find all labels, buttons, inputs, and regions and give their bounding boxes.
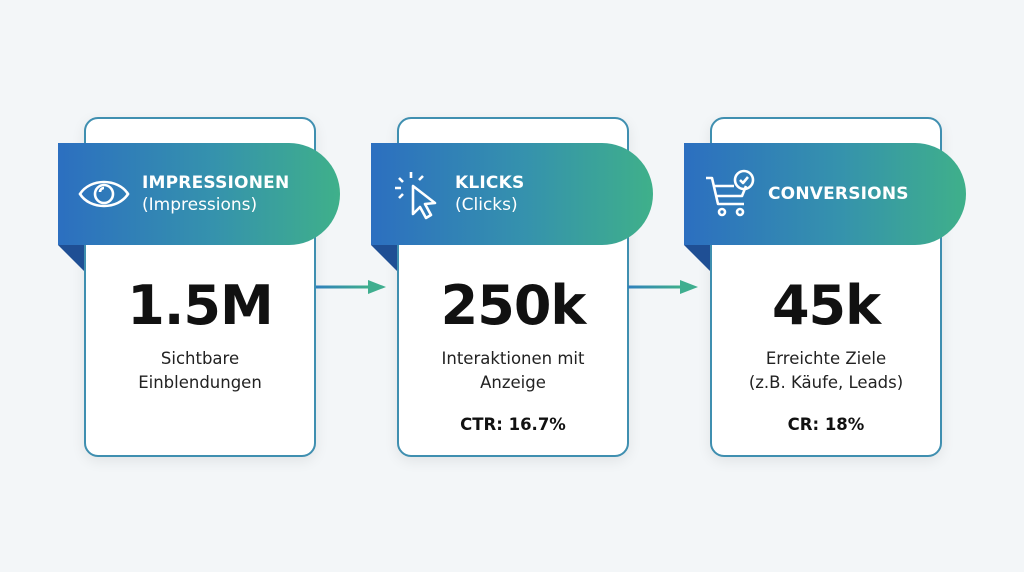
stage-banner-conversions: CONVERSIONS [684,143,966,245]
stage-value: 1.5M [127,274,273,337]
banner-fold [684,245,710,271]
arrow-right-icon [628,280,698,294]
stage-title: CONVERSIONS [768,184,909,204]
stage-title: KLICKS [455,173,525,193]
stage-subtitle: (Clicks) [455,195,518,215]
arrow-right-icon [316,280,386,294]
stage-description: Erreichte Ziele(z.B. Käufe, Leads) [748,349,904,392]
stage-value: 250k [440,274,587,337]
banner-fold [58,245,84,271]
stage-subtitle: (Impressions) [142,195,258,215]
stage-banner-clicks: KLICKS(Clicks) [371,143,653,245]
stage-title: IMPRESSIONEN [142,173,290,193]
cr-rate: CR: 18% [787,415,865,434]
stage-value: 45k [771,274,881,337]
cursor-click-icon [395,172,437,220]
stage-banner-impressions: IMPRESSIONEN(Impressions) [58,143,340,245]
banner-fold [371,245,397,271]
eye-icon [78,180,130,208]
cart-check-icon [706,169,755,217]
ctr-rate: CTR: 16.7% [460,415,566,434]
